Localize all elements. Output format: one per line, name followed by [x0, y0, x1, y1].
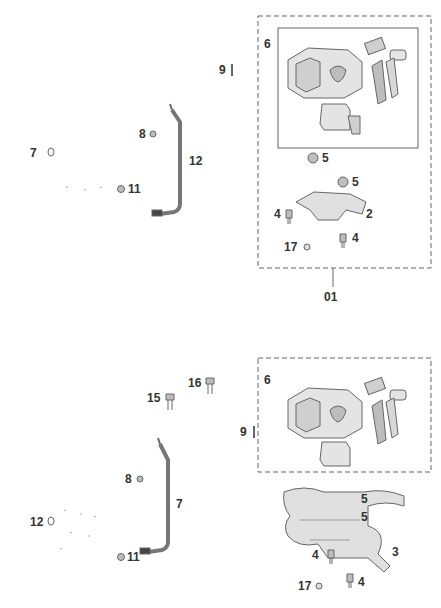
callout-number: 4: [352, 231, 359, 245]
bolt: [286, 210, 292, 224]
callout-number: 15: [147, 391, 160, 405]
callout-number: 17: [284, 240, 297, 254]
ring: [48, 148, 54, 156]
callout-number: 12: [30, 515, 43, 529]
nut: [308, 153, 318, 163]
callout-number: 8: [125, 472, 132, 486]
callout-number: 4: [358, 575, 365, 589]
nut: [118, 186, 125, 193]
subassembly-frame: [278, 28, 418, 148]
callout-number: 6: [264, 373, 271, 387]
bolt: [206, 378, 214, 394]
ring: [48, 517, 54, 525]
bracket: [296, 192, 366, 220]
callout-number: 11: [128, 182, 141, 196]
nut: [338, 177, 348, 187]
pin: [231, 64, 233, 76]
callout-number: 6: [264, 37, 271, 51]
callout-number: 5: [352, 175, 359, 189]
pin: [253, 426, 255, 438]
callout-number: 4: [274, 207, 281, 221]
callout-number: 01: [324, 290, 337, 304]
callout-number: 9: [240, 425, 247, 439]
callout-number: 7: [176, 497, 183, 511]
callout-number: 17: [298, 579, 311, 593]
bolt: [166, 394, 174, 410]
bolt: [340, 234, 346, 248]
washer: [316, 583, 322, 589]
callout-number: 9: [219, 63, 226, 77]
nut: [150, 131, 156, 137]
kit-frame: [258, 358, 431, 472]
callout-number: 5: [361, 510, 368, 524]
bracket: [284, 488, 404, 572]
callout-number: 4: [312, 548, 319, 562]
callout-number: 16: [188, 376, 201, 390]
washer: [304, 244, 310, 250]
bolt: [328, 550, 334, 564]
cable: [160, 110, 180, 214]
nut: [137, 476, 143, 482]
callout-number: 7: [30, 146, 37, 160]
callout-number: 12: [189, 154, 202, 168]
callout-number: 8: [139, 127, 146, 141]
cable: [148, 444, 168, 552]
callout-number: 3: [392, 545, 399, 559]
callout-number: 5: [361, 492, 368, 506]
callout-number: 11: [127, 550, 140, 564]
kit-frame: [258, 16, 431, 268]
callout-number: 2: [366, 207, 373, 221]
bolt: [347, 574, 353, 588]
callout-number: 5: [322, 151, 329, 165]
nut: [118, 554, 125, 561]
leader-line: [333, 268, 334, 287]
switch-housing: [288, 377, 406, 466]
switch-housing: [288, 37, 406, 134]
